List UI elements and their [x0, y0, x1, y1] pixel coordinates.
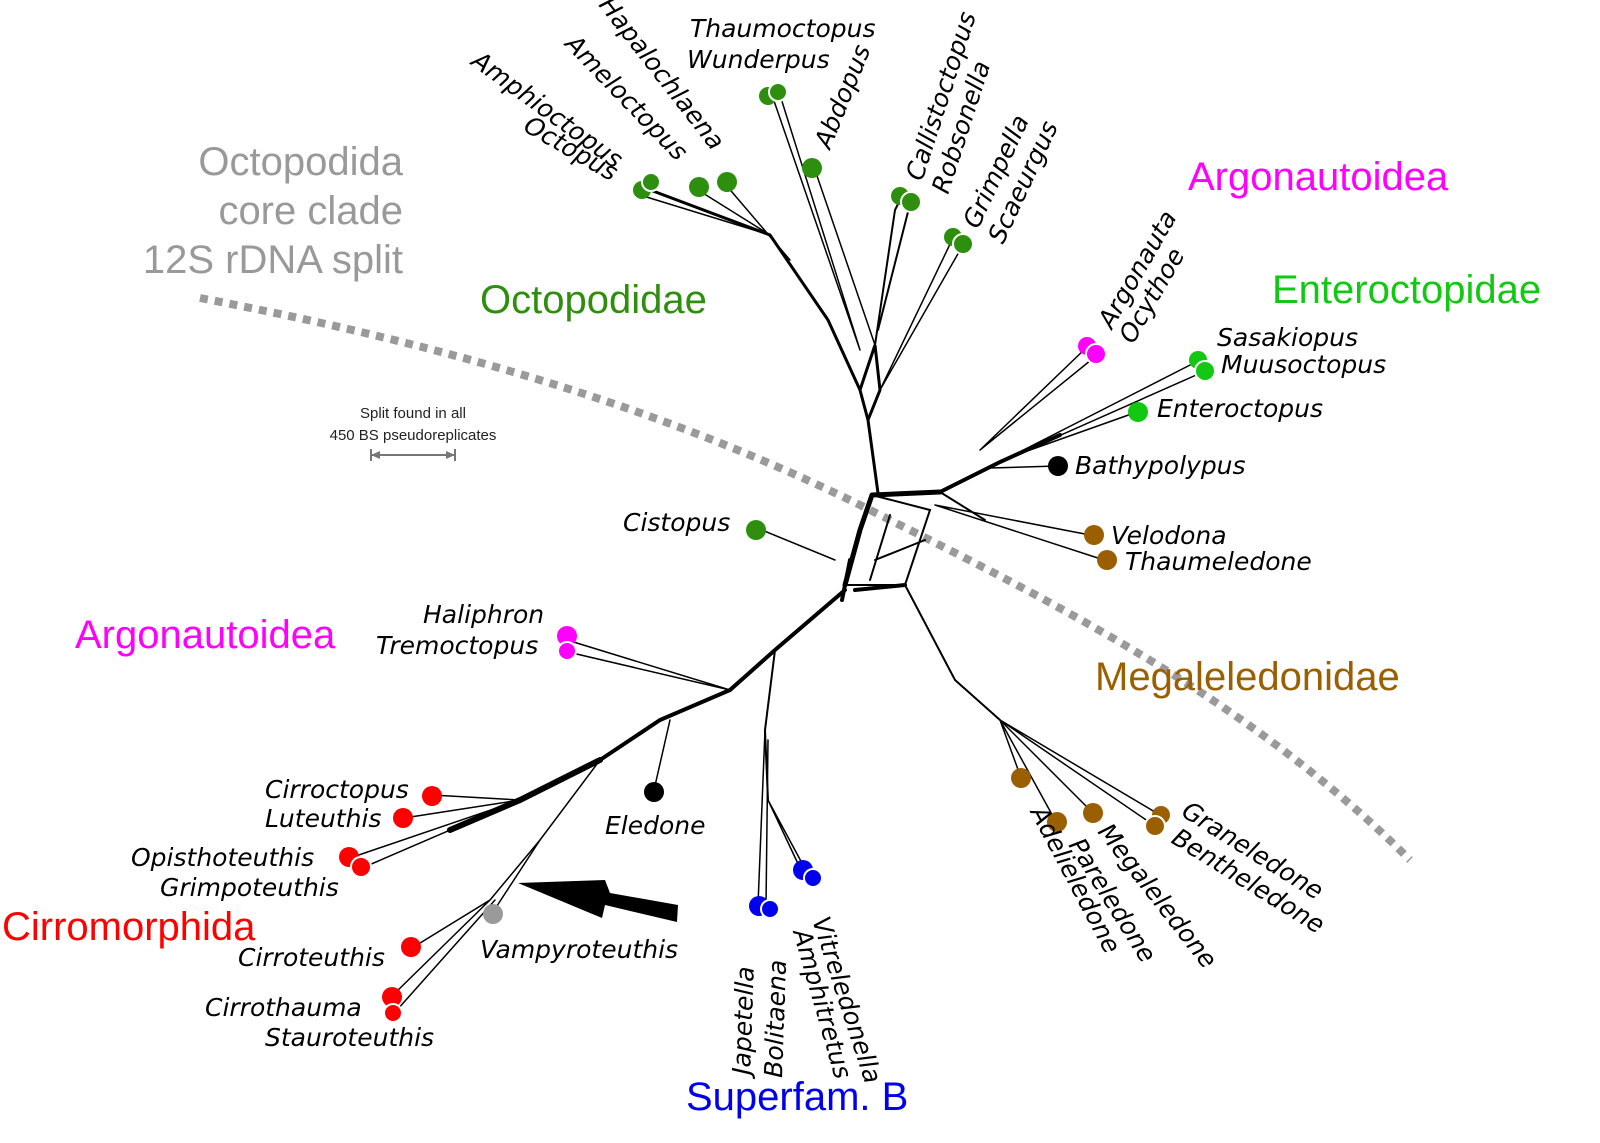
taxon-label: Bolitaena [759, 959, 792, 1078]
group-label-enteroctopidae: Enteroctopidae [1272, 268, 1541, 312]
core-clade-label-1: Octopodida [198, 140, 403, 184]
taxon-label: Cirrothauma [205, 993, 362, 1022]
taxon-label: Eledone [605, 811, 706, 840]
taxon-label: Thaumeledone [1125, 547, 1312, 576]
group-label-octopodidae: Octopodidae [480, 278, 707, 322]
taxon-label: Wunderpus [687, 45, 830, 74]
group-label-cirromorphida: Cirromorphida [2, 905, 256, 949]
taxon-label: Sasakiopus [1217, 323, 1358, 352]
taxon-label: Vampyroteuthis [480, 935, 678, 964]
taxon-label: Bathypolypus [1075, 451, 1246, 480]
taxon-label: Stauroteuthis [265, 1023, 434, 1052]
group-label-superfam-b: Superfam. B [686, 1075, 908, 1119]
taxon-label: Thaumoctopus [690, 14, 876, 43]
core-clade-split-line [199, 294, 1413, 863]
split-note-line-2: 450 BS pseudoreplicates [330, 427, 497, 444]
scale-bar [370, 449, 456, 461]
core-clade-label-2: core clade [218, 189, 403, 233]
taxon-label: Muusoctopus [1221, 350, 1386, 379]
taxon-label: Opisthoteuthis [131, 843, 314, 872]
taxon-label: Enteroctopus [1157, 394, 1323, 423]
taxon-label: Cistopus [623, 508, 730, 537]
taxon-label: Velodona [1111, 521, 1227, 550]
taxon-label: Grimpoteuthis [160, 873, 339, 902]
taxon-label: Cirroteuthis [238, 943, 385, 972]
group-label-argonautoidea-top: Argonautoidea [1188, 155, 1449, 199]
tip-dots [339, 82, 1216, 1023]
group-label-argonautoidea-left: Argonautoidea [75, 613, 336, 657]
split-note-line-1: Split found in all [360, 405, 466, 422]
group-label-megaleledonidae: Megaleledonidae [1095, 655, 1400, 699]
taxon-label: Haliphron [423, 600, 544, 629]
network-edges [349, 94, 1204, 1011]
taxon-label: Japetella [727, 966, 760, 1080]
taxon-label: Luteuthis [265, 804, 381, 833]
taxon-label: Tremoctopus [376, 631, 538, 660]
core-clade-label-3: 12S rDNA split [143, 238, 403, 282]
arrow-icon [518, 880, 678, 922]
taxon-label: Cirroctopus [265, 775, 409, 804]
group-labels: Octopodidae Argonautoidea Enteroctopidae… [2, 155, 1541, 1119]
